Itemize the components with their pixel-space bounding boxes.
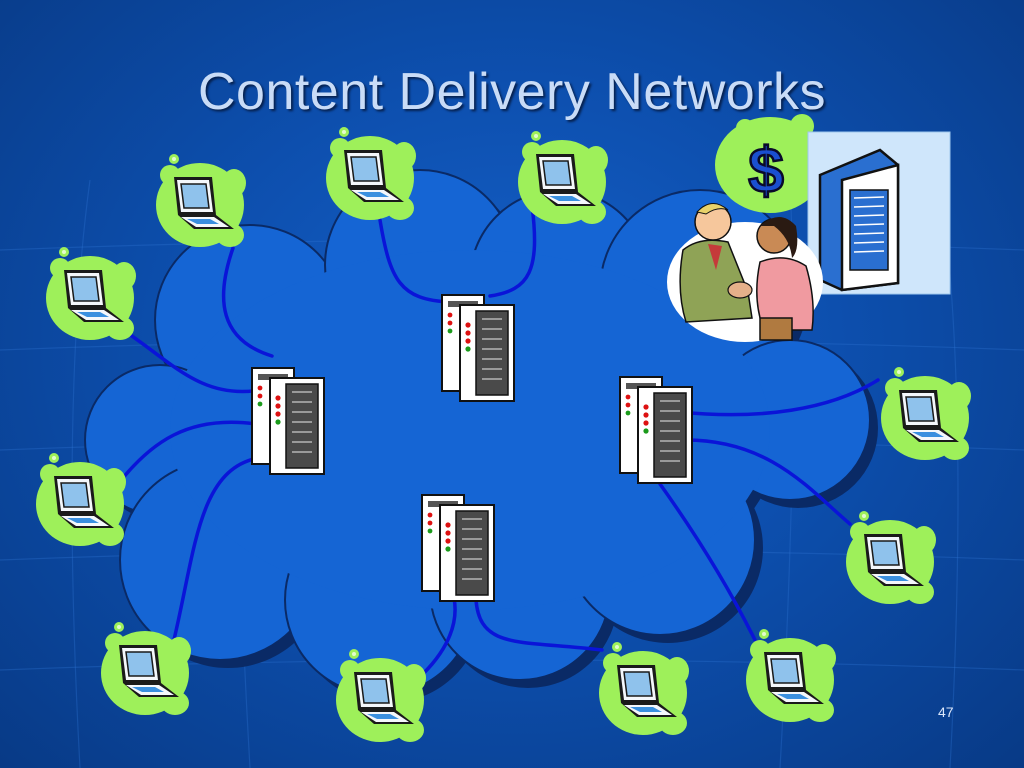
client-laptop-2 — [326, 127, 416, 220]
page-number: 47 — [938, 704, 954, 720]
edge-server-1 — [441, 294, 515, 402]
svg-text:$: $ — [748, 134, 784, 206]
client-laptop-4 — [46, 247, 136, 340]
client-laptop-8 — [599, 642, 689, 735]
client-laptop-9 — [746, 629, 836, 722]
connection-lines — [110, 203, 880, 685]
client-laptop-10 — [846, 511, 936, 604]
client-laptop-1 — [156, 154, 246, 247]
business-handshake-icon — [667, 203, 823, 342]
slide-title: Content Delivery Networks — [197, 63, 827, 121]
edge-server-3 — [619, 376, 693, 484]
content-provider-group: $ — [667, 114, 951, 342]
edge-server-4 — [421, 494, 495, 602]
dollar-sign-icon: $ — [747, 133, 785, 208]
edge-server-2 — [251, 367, 325, 475]
client-laptop-3 — [518, 131, 608, 224]
server-tower-icon — [807, 131, 951, 295]
client-laptop-11 — [881, 367, 971, 460]
